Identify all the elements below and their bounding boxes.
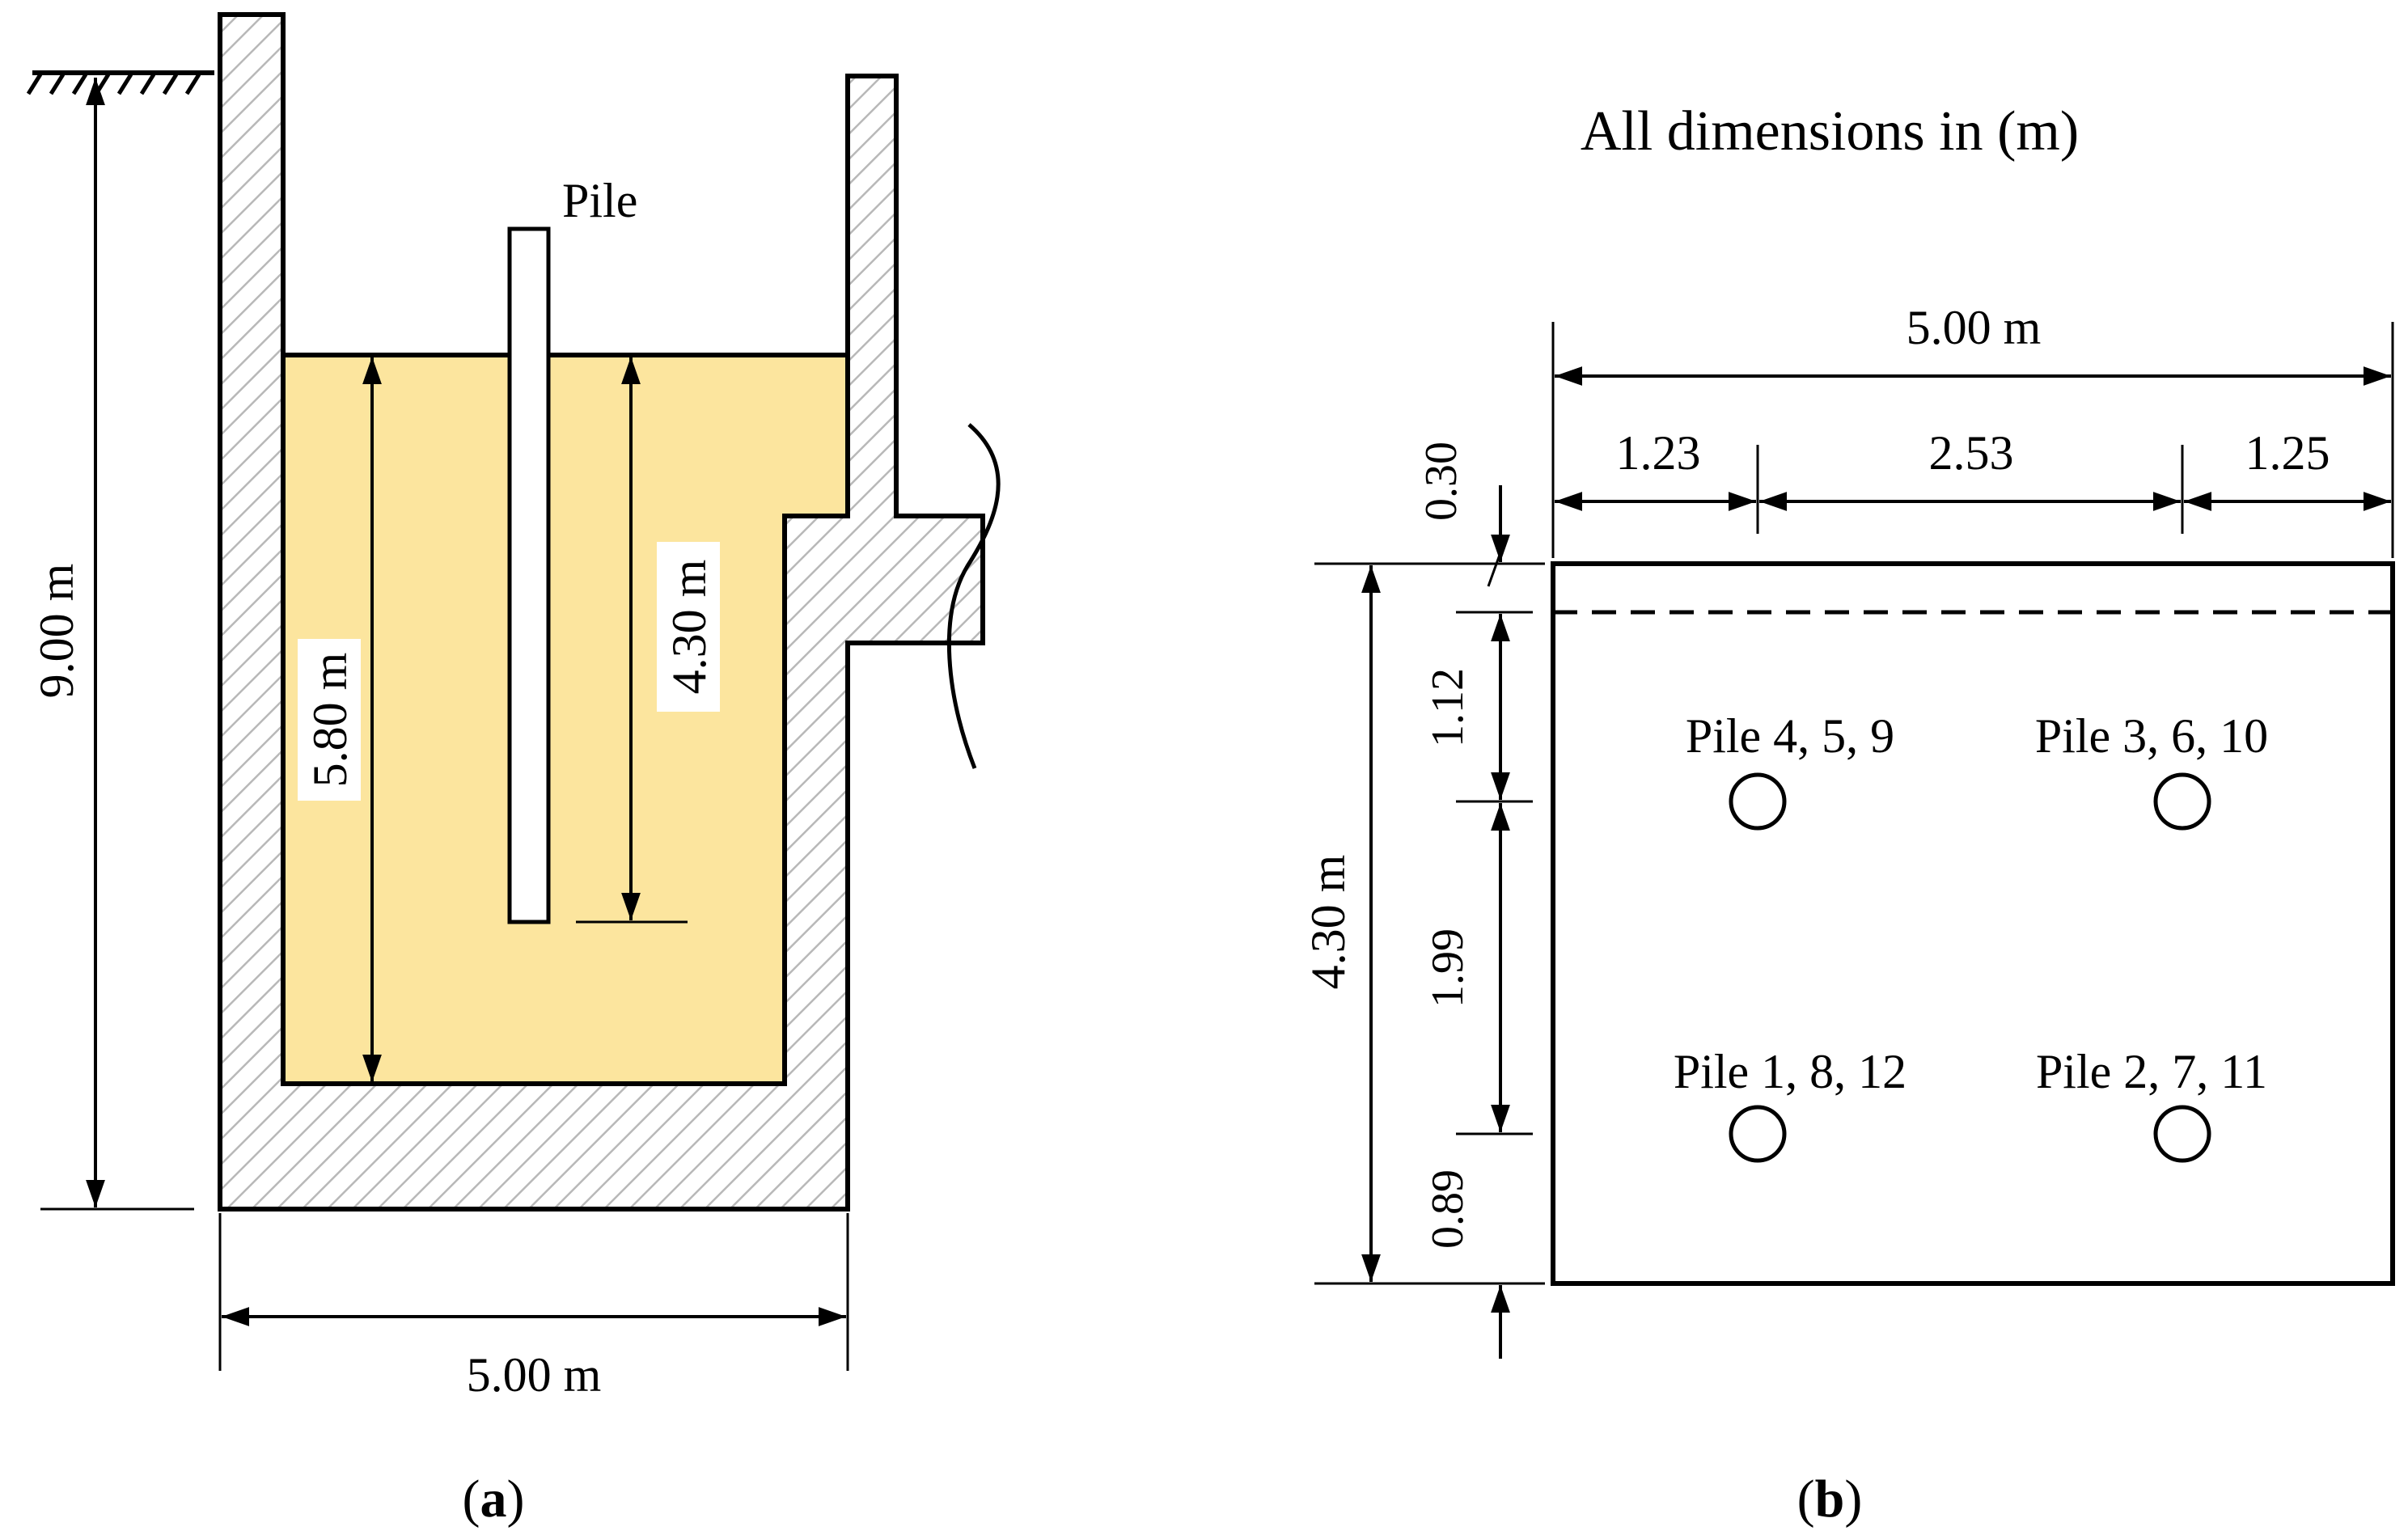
label-dim-middle: 2.53 <box>1929 426 2014 480</box>
pile-cap-plan <box>1551 561 2395 1286</box>
label-dim-top-offset: 0.30 <box>1416 442 1466 521</box>
label-pile-embed: 4.30 m <box>662 560 716 695</box>
panel-a: Pile 9.00 m 5.80 m 4.30 m 5.00 m (a) <box>26 12 1001 1529</box>
label-dim-left: 1.23 <box>1616 426 1701 480</box>
label-depth-b: 4.30 m <box>1301 855 1355 990</box>
caption-b: (b) <box>1797 1469 1863 1529</box>
pile-circle-upper-left <box>1729 772 1787 831</box>
panel-b: All dimensions in (m) 5.00 m 1.23 2.53 1… <box>1301 100 2395 1529</box>
pile-circle-lower-right <box>2153 1105 2211 1163</box>
label-dim-mid: 1.99 <box>1423 928 1473 1008</box>
pile-circle-lower-left <box>1729 1105 1787 1163</box>
label-bg-height-soil <box>298 639 361 801</box>
ground-surface-symbol <box>26 70 214 95</box>
pile <box>507 226 551 924</box>
label-height-total: 9.00 m <box>30 564 83 699</box>
slab-break-line <box>946 423 1001 769</box>
label-width-a: 5.00 m <box>467 1348 602 1402</box>
label-dim-lower: 0.89 <box>1423 1169 1473 1249</box>
pile-circle-upper-right <box>2153 772 2211 831</box>
label-bg-pile-embed <box>657 542 720 712</box>
pile-label: Pile <box>562 174 637 227</box>
label-pile-upper-right: Pile 3, 6, 10 <box>2035 709 2268 763</box>
leader-offset <box>1487 545 1504 587</box>
caption-a: (a) <box>463 1469 525 1529</box>
units-note: All dimensions in (m) <box>1581 100 2079 163</box>
soil-fill <box>281 353 850 1086</box>
label-dim-upper: 1.12 <box>1423 668 1473 747</box>
label-pile-lower-right: Pile 2, 7, 11 <box>2036 1045 2267 1098</box>
label-dim-right: 1.25 <box>2245 426 2330 480</box>
label-pile-lower-left: Pile 1, 8, 12 <box>1674 1045 1907 1098</box>
label-width-b: 5.00 m <box>1907 301 2042 354</box>
label-pile-upper-left: Pile 4, 5, 9 <box>1686 709 1894 763</box>
label-height-soil: 5.80 m <box>303 653 357 788</box>
